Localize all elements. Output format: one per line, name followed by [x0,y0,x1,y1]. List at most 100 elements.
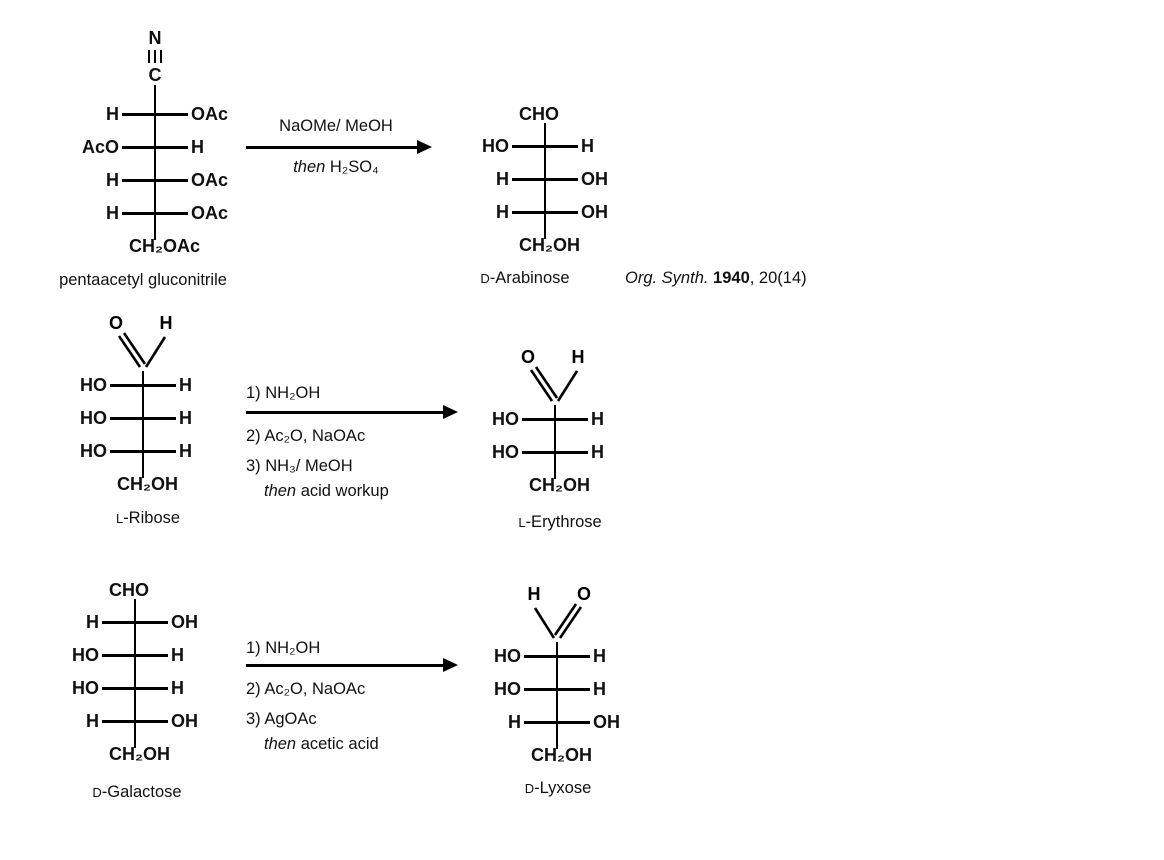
reagent-above-arrow: 1) NH₂OH [246,639,321,657]
substituent-left: H [106,203,119,223]
aldehyde-bonds-icon: O H [521,349,585,402]
stereo-prefix: L [115,511,124,526]
molecule-d-lyxose: H O HO H HO H H OH [467,586,647,765]
substituent-right: H [581,136,594,156]
aldehyde-h-label: H [160,315,173,333]
substituent-left: H [106,170,119,190]
journal-volume: , 20(14) [749,269,807,287]
molecule-l-ribose: O H HO H HO H HO H [53,315,233,494]
reagent-step: 3) NH₃/ MeOH [246,457,353,475]
substituent-left: HO [482,136,509,156]
substituent-right: OAc [191,104,229,124]
chain-backbone-line [543,123,547,239]
substituent-left: HO [80,408,107,428]
substituent-left: HO [494,679,521,699]
aldehyde-cho-label: CHO [109,580,149,600]
molecule-name-l-ribose: L-Ribose [115,509,181,527]
chain-backbone-line [141,371,145,478]
then-keyword: then [293,158,326,176]
aldehyde-group: O H [53,315,233,369]
reaction-arrow [246,658,458,671]
triple-bond [147,50,163,63]
reagent-above-arrow: 1) NH₂OH [246,384,321,402]
chain-backbone-line [153,85,157,240]
substituent-right: OH [581,169,608,189]
molecule-d-arabinose: CHO HO H H OH H OH CH₂OH [455,104,635,255]
chain-backbone-line [133,599,137,748]
reaction-arrow [246,405,458,418]
reagent-step: 2) Ac₂O, NaOAc [246,427,366,445]
terminal-group-label: CH₂OH [519,235,580,255]
substituent-right: H [171,645,184,665]
terminal-group-label: CH₂OH [117,474,178,494]
substituent-right: H [593,679,606,699]
molecule-name-l-erythrose: L-Erythrose [518,513,602,531]
molecule-l-erythrose: O H HO H HO H CH₂OH [465,349,645,495]
nitrile-group: N C [65,28,245,98]
aldehyde-o-label: O [109,315,123,333]
aldehyde-group: H O [467,586,647,640]
aldehyde-bonds-icon: H O [528,586,591,639]
molecule-d-galactose: CHO H OH HO H HO H H OH [45,580,225,764]
substituent-left: H [496,169,509,189]
substituent-right: H [591,409,604,429]
reaction-arrow [246,140,432,153]
substituent-left: HO [80,441,107,461]
stereo-prefix: D [92,785,102,800]
nitrogen-atom-label: N [148,28,162,48]
journal-year: 1940 [708,269,750,287]
fischer-row: H OH [455,163,635,196]
terminal-group-label: CH₂OH [109,744,170,764]
then-keyword: then [264,735,297,753]
aldehyde-o-label: O [577,586,591,604]
substituent-right: OAc [191,203,229,223]
substituent-left: H [86,612,99,632]
substituent-left: H [106,104,119,124]
molecule-pentaacetyl-gluconitrile: N C H OAc AcO H H OAc H [65,28,245,256]
terminal-group-label: CH₂OH [529,475,590,495]
substituent-left: HO [492,442,519,462]
aldehyde-h-label: H [572,349,585,367]
aldehyde-o-label: O [521,349,535,367]
fischer-chain: H OH HO H HO H H OH [45,599,225,748]
stereo-prefix: D [524,781,535,796]
substituent-right: H [179,441,192,461]
substituent-right: H [191,137,204,157]
reagent-list-below-arrow: 2) Ac₂O, NaOAc 3) NH₃/ MeOH then acid wo… [246,426,389,501]
aldehyde-h-label: H [528,586,541,604]
then-keyword: then [264,482,297,500]
stereo-prefix: D [480,271,490,286]
fischer-chain: HO H H OH H OH [455,123,635,239]
substituent-right: H [171,678,184,698]
literature-reference: Org. Synth. 1940, 20(14) [625,268,807,288]
molecule-name-d-galactose: D-Galactose [92,783,182,801]
substituent-left: HO [492,409,519,429]
reagent-list-below-arrow: 2) Ac₂O, NaOAc 3) AgOAc then acetic acid [246,679,379,754]
substituent-left: H [86,711,99,731]
substituent-right: OH [171,711,198,731]
fischer-chain: H OAc AcO H H OAc H OAc [65,85,245,240]
substituent-right: OH [171,612,198,632]
fischer-chain: HO H HO H H OH [467,640,647,749]
substituent-right: OH [581,202,608,222]
fischer-chain: HO H HO H HO H [53,369,233,478]
reagent-below-arrow: then H₂SO₄ [293,158,379,176]
substituent-right: OH [593,712,620,732]
aldehyde-cho-label: CHO [519,104,559,124]
journal-name: Org. Synth. [625,269,709,287]
substituent-left: H [496,202,509,222]
reagent-step: then acid workup [264,482,389,500]
molecule-name-d-arabinose: D-Arabinose [480,269,570,287]
aldehyde-group: O H [465,349,645,403]
reagent-step: 3) AgOAc [246,710,317,728]
terminal-group-label: CH₂OAc [129,236,201,256]
reagent-step: then acetic acid [264,735,379,753]
molecule-name-pentaacetyl-gluconitrile: pentaacetyl gluconitrile [59,271,227,289]
substituent-left: HO [494,646,521,666]
substituent-right: H [179,408,192,428]
chain-backbone-line [555,642,559,749]
substituent-right: H [593,646,606,666]
substituent-left: HO [72,645,99,665]
fischer-chain: HO H HO H [465,403,645,479]
substituent-left: H [508,712,521,732]
